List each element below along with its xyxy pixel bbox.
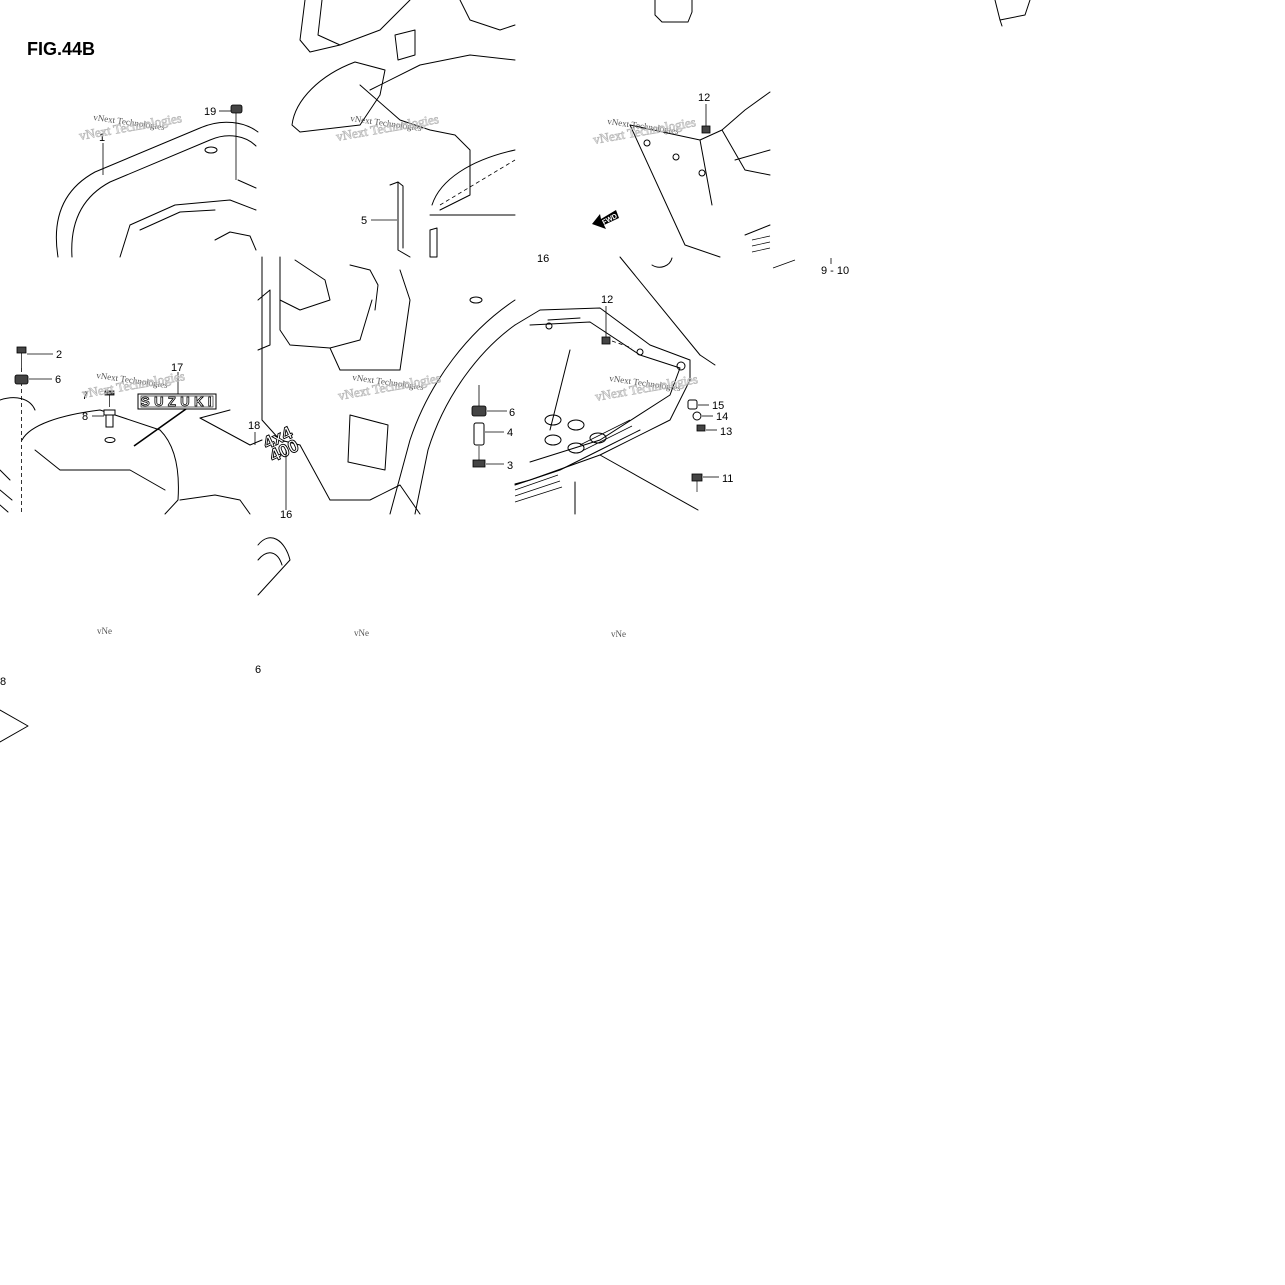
footrest-drawing bbox=[514, 256, 716, 515]
watermarks: vNext Technologies vNext Technologies vN… bbox=[78, 110, 700, 639]
callout-6-left: 6 bbox=[55, 374, 61, 386]
callout-16-mid: 16 bbox=[280, 509, 292, 521]
callout-11: 11 bbox=[722, 473, 733, 485]
callout-8-bottom: 8 bbox=[0, 676, 6, 688]
callout-12-top: 12 bbox=[698, 92, 710, 104]
front-fender-drawing bbox=[629, 91, 771, 268]
part-15-collar bbox=[687, 399, 709, 410]
emblem-brand-text: SUZUKI bbox=[141, 394, 212, 409]
callout-8: 8 bbox=[82, 411, 88, 423]
callout-9-10: 9 - 10 bbox=[821, 265, 849, 277]
callout-12-mid: 12 bbox=[601, 294, 613, 306]
callout-3: 3 bbox=[507, 460, 513, 472]
suzuki-emblem: SUZUKI bbox=[133, 372, 217, 447]
part-19-cap bbox=[219, 104, 243, 180]
rear-cargo-drawing bbox=[291, 0, 516, 258]
fwd-label: FWD bbox=[601, 213, 618, 227]
part-14-washer bbox=[692, 411, 713, 421]
part-11-bolt bbox=[691, 473, 719, 492]
callout-6-bottom: 6 bbox=[255, 664, 261, 676]
part-7-screw bbox=[104, 390, 115, 407]
4x4-badge: 4x4 400 bbox=[259, 422, 302, 510]
watermark-8: vNe bbox=[354, 628, 369, 638]
callout-17: 17 bbox=[171, 362, 183, 374]
rear-fender-drawing bbox=[55, 121, 259, 258]
callout-6-mid: 6 bbox=[509, 407, 515, 419]
top-right-fragment bbox=[654, 0, 1031, 27]
part-12a-bolt bbox=[701, 104, 711, 134]
rear-fender-side-drawing bbox=[199, 256, 516, 515]
watermark-7: vNe bbox=[97, 626, 112, 636]
callout-13: 13 bbox=[720, 426, 732, 438]
callout-5: 5 bbox=[361, 215, 367, 227]
front-cowl-drawing bbox=[0, 397, 251, 515]
part-13-bolt bbox=[696, 424, 717, 432]
callout-14: 14 bbox=[716, 411, 728, 423]
callout-16-top: 16 bbox=[537, 253, 549, 265]
callout-1: 1 bbox=[99, 132, 105, 144]
figure-title: FIG.44B bbox=[27, 39, 95, 59]
bottom-fragments bbox=[0, 537, 291, 743]
callout-7: 7 bbox=[82, 390, 88, 402]
part-5-strap bbox=[371, 181, 411, 258]
callout-2: 2 bbox=[56, 349, 62, 361]
callout-4: 4 bbox=[507, 427, 513, 439]
part-6-grommet bbox=[14, 374, 52, 385]
part-4-spacer bbox=[473, 422, 504, 446]
part-12b-bolt bbox=[601, 306, 633, 349]
part-2-bolt bbox=[16, 346, 53, 514]
part-6-collar bbox=[471, 385, 487, 417]
part-8-rivet bbox=[92, 409, 116, 428]
watermark-9: vNe bbox=[611, 629, 626, 639]
callout-15: 15 bbox=[712, 400, 724, 412]
callout-18: 18 bbox=[248, 420, 260, 432]
part-3-bolt bbox=[472, 446, 504, 468]
fwd-arrow-icon: FWD bbox=[592, 210, 619, 229]
callout-19: 19 bbox=[204, 106, 216, 118]
